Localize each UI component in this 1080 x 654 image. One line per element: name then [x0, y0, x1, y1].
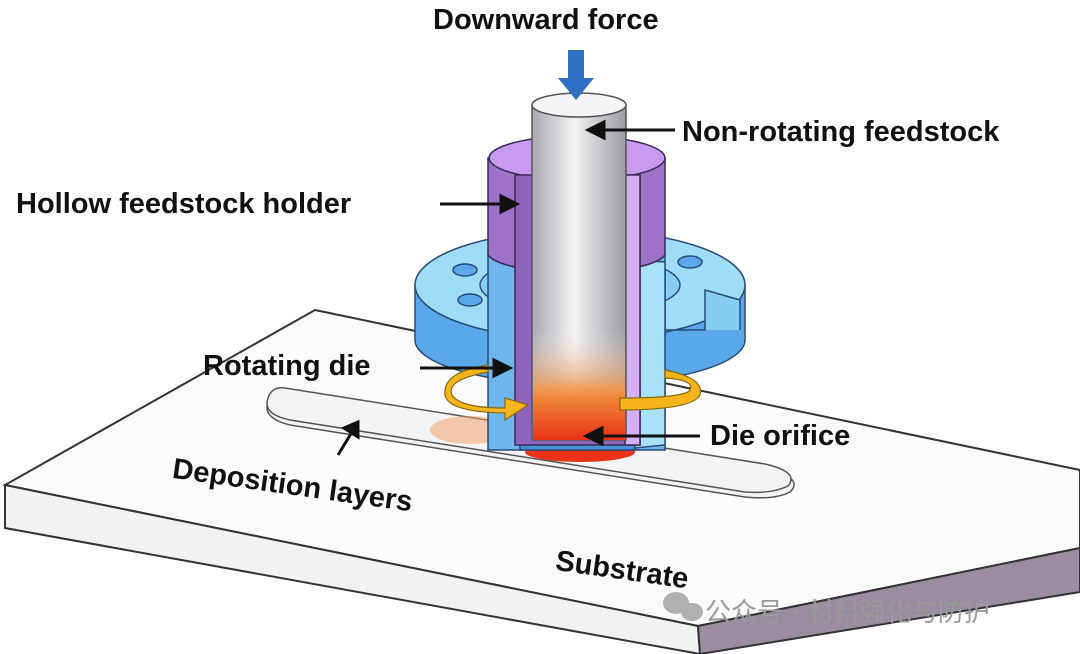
- label-die-orifice: Die orifice: [710, 420, 851, 452]
- label-arrows: [336, 119, 700, 456]
- label-downward-force: Downward force: [433, 4, 659, 36]
- label-rotating-die: Rotating die: [203, 350, 371, 382]
- downward-force-arrow: [558, 50, 594, 100]
- rotation-arrow: [444, 364, 702, 422]
- label-feedstock: Non-rotating feedstock: [682, 116, 1000, 148]
- non-rotating-feedstock: [531, 92, 627, 441]
- wechat-icon: [663, 592, 703, 621]
- label-holder: Hollow feedstock holder: [16, 188, 352, 220]
- watermark: 公众号 · 材料强化与防护: [705, 598, 990, 628]
